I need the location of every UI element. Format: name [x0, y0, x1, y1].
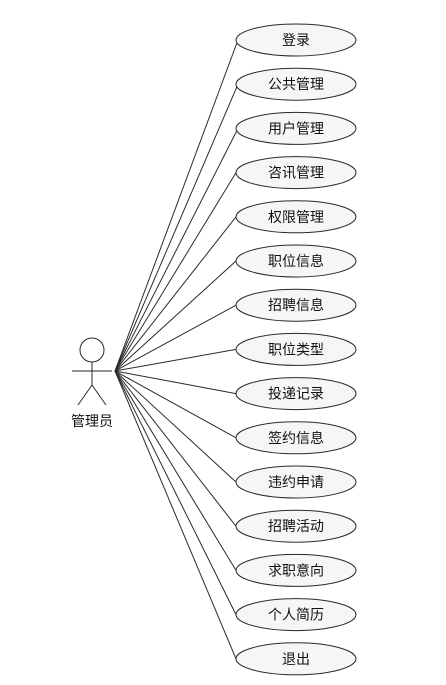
use-case: 退出: [235, 642, 357, 676]
association-line: [114, 370, 237, 395]
use-case-ellipse: [235, 332, 357, 366]
use-case: 招聘信息: [235, 288, 357, 322]
association-line: [114, 304, 237, 372]
use-case: 求职意向: [235, 553, 357, 587]
use-case-label: 职位类型: [268, 342, 324, 358]
use-case: 用户管理: [235, 111, 357, 145]
use-case-label: 个人简历: [268, 607, 324, 624]
use-case-ellipse: [235, 244, 357, 278]
actor-head: [79, 337, 105, 363]
use-case: 权限管理: [235, 200, 357, 234]
use-case-ellipse: [235, 156, 357, 190]
use-case-ellipse: [235, 23, 357, 57]
use-case-ellipse: [235, 553, 357, 587]
use-case-label: 咨讯管理: [268, 166, 324, 182]
use-case: 招聘活动: [235, 509, 357, 543]
use-case-ellipse: [235, 288, 357, 322]
association-line: [114, 260, 237, 372]
association-line: [114, 370, 237, 439]
use-case-label: 求职意向: [268, 562, 324, 579]
use-case-label: 签约信息: [268, 430, 324, 447]
use-case-label: 权限管理: [268, 210, 324, 226]
actor: 管理员: [71, 337, 113, 430]
use-case: 职位类型: [235, 332, 357, 366]
association-line: [114, 370, 237, 615]
actor-right-leg: [91, 384, 107, 406]
association-line: [114, 348, 237, 372]
use-case-label: 用户管理: [268, 120, 324, 137]
association-line: [114, 216, 237, 372]
actor-label: 管理员: [71, 414, 113, 430]
use-case-ellipse: [235, 111, 357, 145]
association-line: [114, 370, 237, 571]
use-case-label: 登录: [282, 33, 310, 49]
use-case: 违约申请: [235, 465, 357, 499]
association-line: [114, 370, 237, 483]
use-case: 登录: [235, 23, 357, 57]
use-case-ellipse: [235, 200, 357, 234]
use-case: 公共管理: [235, 67, 357, 101]
use-case-label: 招聘活动: [268, 519, 324, 535]
use-cases: 登录公共管理用户管理咨讯管理权限管理职位信息招聘信息职位类型投递记录签约信息违约…: [235, 23, 357, 676]
use-case: 个人简历: [235, 598, 357, 632]
use-case-label: 公共管理: [268, 77, 324, 93]
use-case-ellipse: [235, 377, 357, 411]
actor-left-leg: [77, 384, 93, 406]
association-line: [114, 128, 239, 372]
use-case-ellipse: [235, 67, 357, 101]
use-case: 投递记录: [235, 377, 357, 411]
use-case-ellipse: [235, 642, 357, 676]
association-line: [114, 370, 237, 527]
association-line: [114, 84, 239, 372]
use-case-label: 招聘信息: [268, 297, 324, 314]
use-case-ellipse: [235, 421, 357, 455]
use-case: 签约信息: [235, 421, 357, 455]
use-case-ellipse: [235, 509, 357, 543]
use-case: 咨讯管理: [235, 156, 357, 190]
use-case-label: 投递记录: [268, 387, 324, 403]
use-case: 职位信息: [235, 244, 357, 278]
use-case-label: 职位信息: [268, 253, 324, 270]
use-case-ellipse: [235, 465, 357, 499]
use-case-ellipse: [235, 598, 357, 632]
use-case-label: 退出: [282, 652, 310, 668]
association-line: [114, 172, 237, 372]
association-line: [114, 370, 237, 659]
association-lines: [114, 39, 239, 659]
association-line: [114, 39, 239, 372]
use-case-label: 违约申请: [268, 475, 324, 491]
